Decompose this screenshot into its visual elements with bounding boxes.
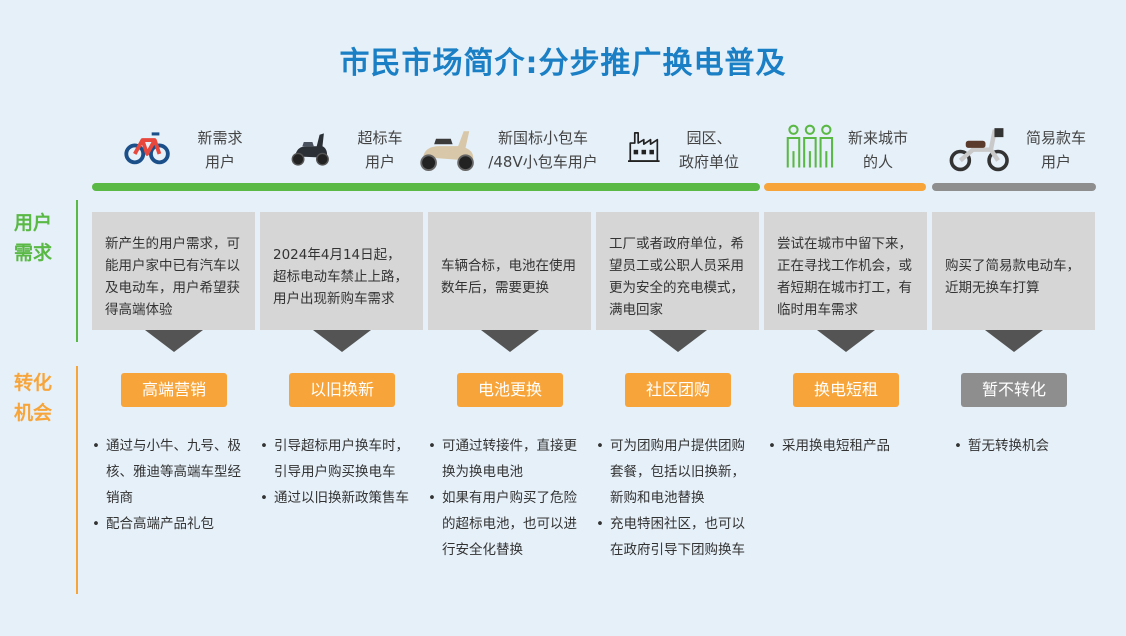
demand-text: 2024年4月14日起，超标电动车禁止上路，用户出现新购车需求 [273,247,408,307]
bullet-item: 充电特困社区，也可以在政府引导下团购换车 [596,511,756,563]
opportunity-community-group-buy: 社区团购 [625,373,731,407]
segment-header-simple-ebike: 简易款车 用户 [946,112,1096,184]
factory-icon [628,132,660,162]
down-arrow-icon [481,330,539,352]
down-arrow-icon [985,330,1043,352]
page-title: 市民市场简介:分步推广换电普及 [339,46,787,81]
demand-card: 车辆合标，电池在使用数年后，需要更换 [428,212,591,330]
user-demand-label: 用户 需求 [14,212,53,264]
segment-header-label: 新来城市 的人 [847,129,908,171]
bullet-item: 可为团购用户提供团购套餐，包括以旧换新，新购和电池替换 [596,433,756,511]
e-scooter-icon [420,131,474,171]
segment-header-national-standard: 新国标小包车 /48V小包车用户 [412,112,612,184]
opportunity-bullet-list: 通过与小牛、九号、极核、雅迪等高端车型经销商 配合高端产品礼包 [92,433,252,537]
segment-header-newcomers: 新来城市 的人 [782,112,922,184]
opportunity-no-conversion: 暂不转化 [961,373,1067,407]
demand-text: 车辆合标，电池在使用数年后，需要更换 [441,258,576,296]
demand-text: 尝试在城市中留下来，正在寻找工作机会，或者短期在城市打工，有临时用车需求 [777,236,912,318]
opportunity-bullet-list: 可通过转接件，直接更换为换电电池 如果有用户购买了危险的超标电池，也可以进行安全… [428,433,588,563]
opportunity-swap-short-rent: 换电短租 [793,373,899,407]
segment-header-label: 超标车 用户 [357,129,403,171]
bullet-item: 采用换电短租产品 [768,433,928,459]
demand-card: 2024年4月14日起，超标电动车禁止上路，用户出现新购车需求 [260,212,423,330]
opportunity-bullet-list: 暂无转换机会 [954,433,1114,459]
demand-card: 购买了简易款电动车，近期无换车打算 [932,212,1095,330]
demand-card: 新产生的用户需求，可能用户家中已有汽车以及电动车，用户希望获得高端体验 [92,212,255,330]
opportunity-bullet-list: 引导超标用户换车时，引导用户购买换电车 通过以旧换新政策售车 [260,433,420,511]
down-arrow-icon [313,330,371,352]
down-arrow-icon [145,330,203,352]
down-arrow-icon [817,330,875,352]
segment-header-new-demand: 新需求 用户 [124,112,264,184]
bullet-item: 可通过转接件，直接更换为换电电池 [428,433,588,485]
bullet-item: 通过以旧换新政策售车 [260,485,420,511]
demand-card: 工厂或者政府单位，希望员工或公职人员采用更为安全的充电模式，满电回家 [596,212,759,330]
opportunity-trade-in: 以旧换新 [289,373,395,407]
down-arrow-icon [649,330,707,352]
demand-text: 工厂或者政府单位，希望员工或公职人员采用更为安全的充电模式，满电回家 [609,236,744,318]
segment-header-label: 简易款车 用户 [1025,129,1086,171]
motor-scooter-icon [291,133,329,166]
segment-header-park-government: 园区、 政府单位 [628,112,778,184]
bicycle-icon [124,132,170,165]
opportunity-premium-marketing: 高端营销 [121,373,227,407]
bullet-item: 如果有用户购买了危险的超标电池，也可以进行安全化替换 [428,485,588,563]
people-icon [786,124,834,168]
opportunity-bullet-list: 采用换电短租产品 [768,433,928,459]
segment-header-row: 新需求 用户 超标车 用户 新国标小包车 /48V小包车用户 园区、 政府单位 [92,112,1096,184]
short-rent-segment-bar [764,183,926,191]
demand-text: 新产生的用户需求，可能用户家中已有汽车以及电动车，用户希望获得高端体验 [105,236,240,318]
opportunity-battery-replacement: 电池更换 [457,373,563,407]
conversion-opportunity-label: 转化 机会 [14,372,53,424]
bullet-item: 引导超标用户换车时，引导用户购买换电车 [260,433,420,485]
segment-header-label: 新需求 用户 [197,129,243,171]
bullet-item: 通过与小牛、九号、极核、雅迪等高端车型经销商 [92,433,252,511]
segment-header-label: 园区、 政府单位 [678,129,739,171]
demand-text: 购买了简易款电动车，近期无换车打算 [945,258,1080,296]
non-convert-segment-bar [932,183,1096,191]
segment-header-over-standard: 超标车 用户 [288,112,428,184]
conversion-opportunity-divider [76,366,78,594]
simple-ebike-icon [949,128,1009,172]
bullet-item: 配合高端产品礼包 [92,511,252,537]
user-demand-divider [76,200,78,342]
opportunity-bullet-list: 可为团购用户提供团购套餐，包括以旧换新，新购和电池替换 充电特困社区，也可以在政… [596,433,756,563]
demand-card: 尝试在城市中留下来，正在寻找工作机会，或者短期在城市打工，有临时用车需求 [764,212,927,330]
segment-header-label: 新国标小包车 /48V小包车用户 [488,129,598,171]
convertible-segment-bar [92,183,760,191]
bullet-item: 暂无转换机会 [954,433,1114,459]
